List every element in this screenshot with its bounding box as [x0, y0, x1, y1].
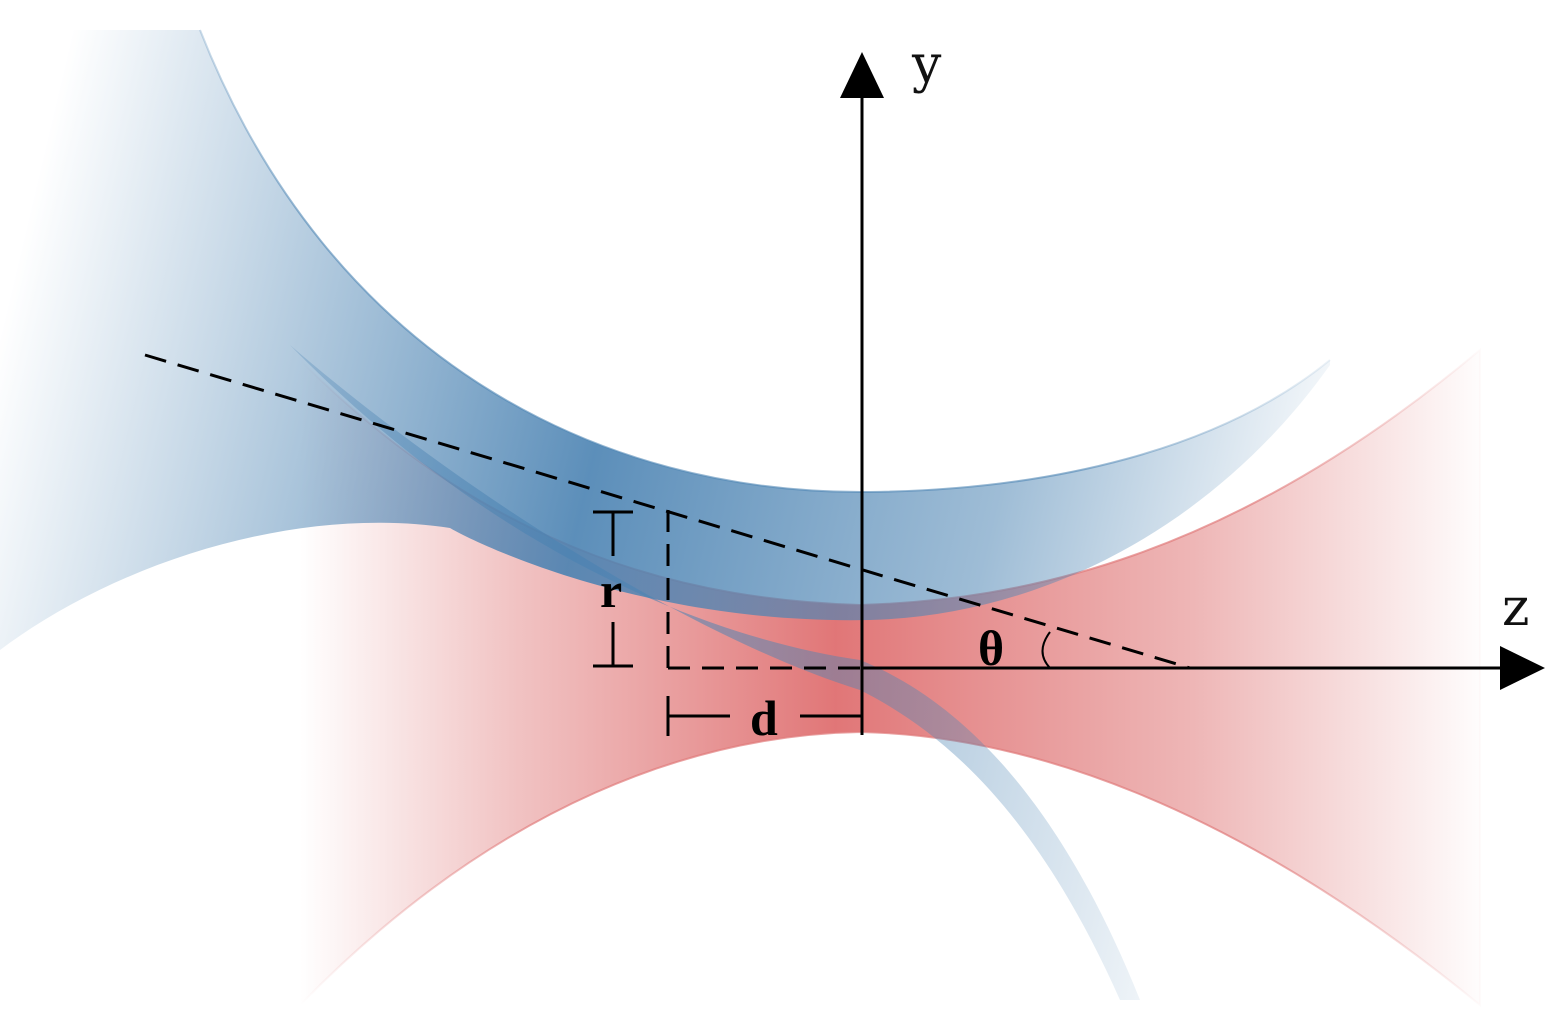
z-axis-label: z [1502, 578, 1529, 638]
y-axis-arrowhead [840, 52, 884, 98]
r-label: r [600, 562, 622, 618]
d-dimension [666, 696, 862, 736]
r-dimension [593, 510, 633, 668]
z-axis-arrowhead [1500, 646, 1545, 690]
theta-arc [1041, 631, 1051, 669]
blue-beam-lower-lobe [290, 345, 1140, 1000]
theta-label: θ [978, 620, 1004, 676]
blue-beam [0, 30, 1330, 650]
y-axis-label: y [911, 35, 942, 95]
d-label: d [750, 690, 778, 746]
blue-beam-upper-edge [199, 29, 1331, 494]
